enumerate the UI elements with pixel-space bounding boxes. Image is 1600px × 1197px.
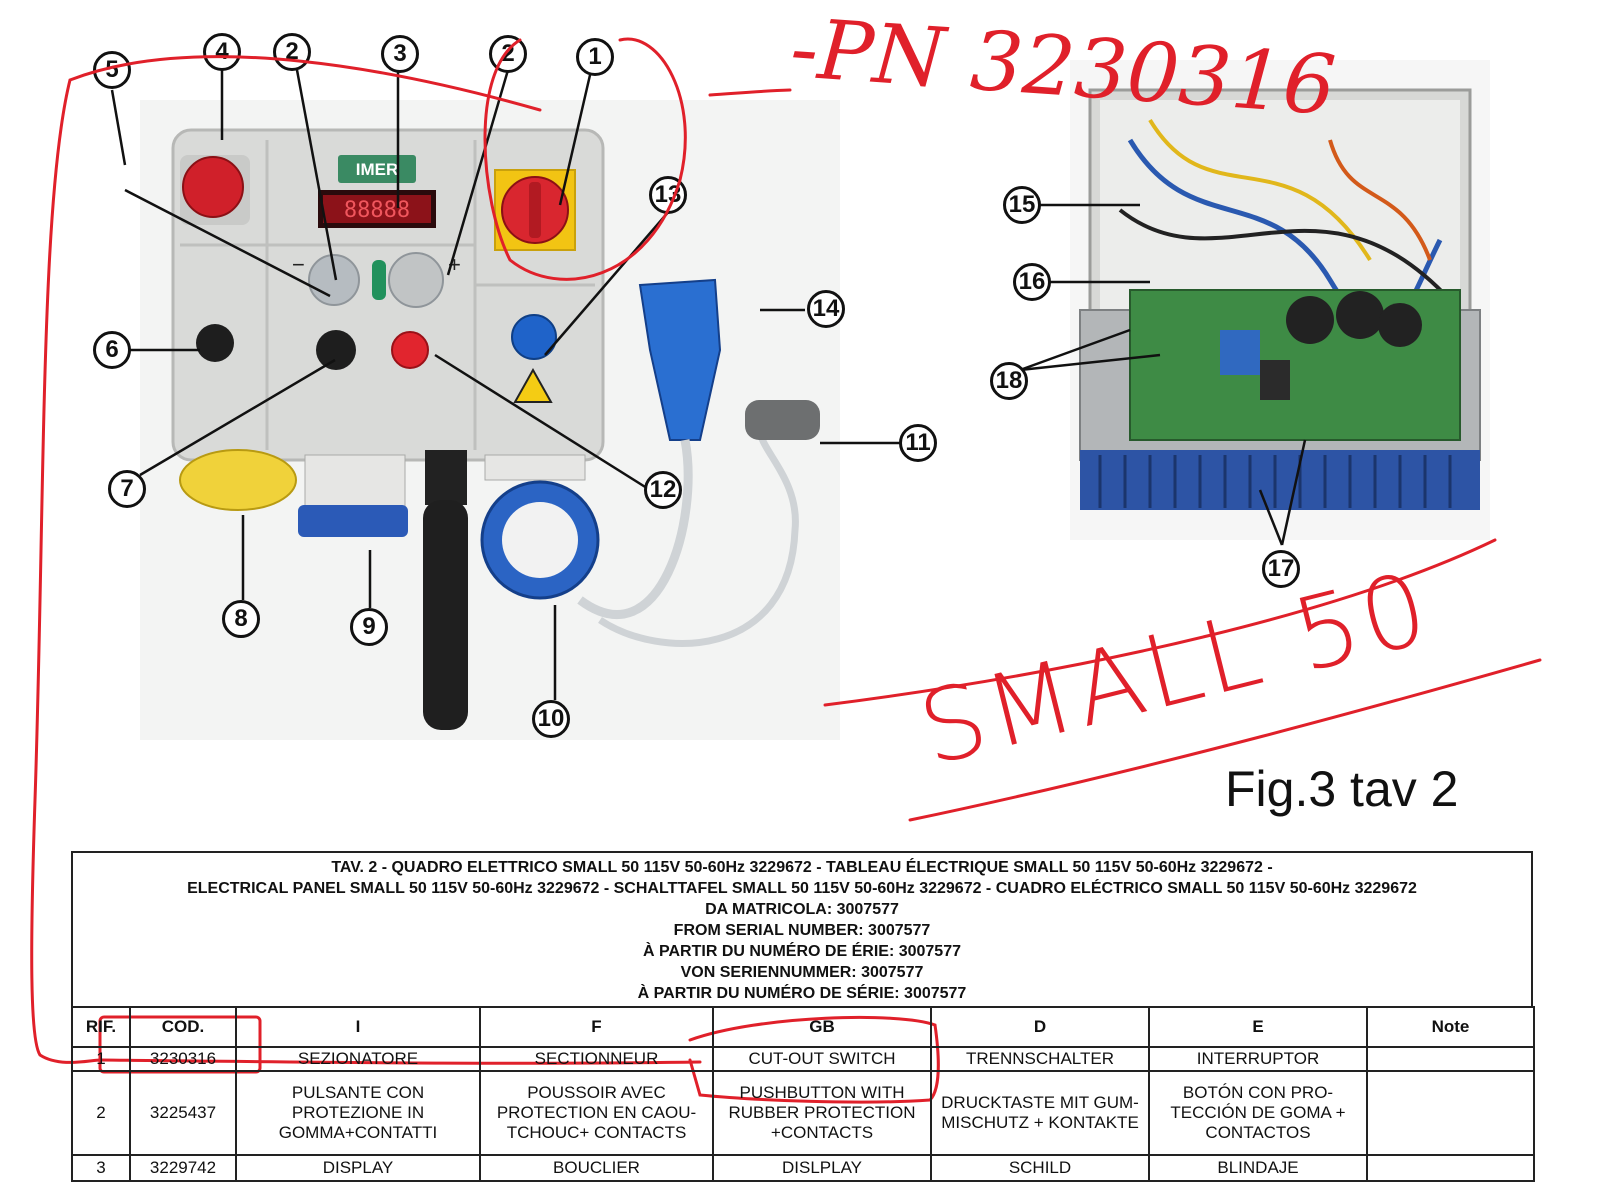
cell-i: SEZIONATORE	[235, 1046, 481, 1072]
callout-7: 7	[108, 470, 146, 508]
cell-d: TRENNSCHALTER	[930, 1046, 1150, 1072]
callout-2: 2	[489, 35, 527, 73]
cell-rif: 2	[71, 1070, 131, 1156]
cell-cod: 3225437	[129, 1070, 237, 1156]
table-title-line: TAV. 2 - QUADRO ELETTRICO SMALL 50 115V …	[331, 859, 1273, 876]
cell-note	[1366, 1154, 1535, 1182]
table-header-row: RIF. COD. I F GB D E Note	[71, 1006, 1535, 1048]
cell-note	[1366, 1070, 1535, 1156]
cell-f: SECTIONNEUR	[479, 1046, 714, 1072]
cell-e: BOTÓN CON PRO-TECCIÓN DE GOMA + CONTACTO…	[1148, 1070, 1368, 1156]
cell-note	[1366, 1046, 1535, 1072]
col-header-d: D	[930, 1006, 1150, 1048]
table-title-line: À PARTIR DU NUMÉRO DE ÉRIE: 3007577	[643, 943, 961, 960]
table-title-line: FROM SERIAL NUMBER: 3007577	[673, 922, 931, 939]
cell-f: BOUCLIER	[479, 1154, 714, 1182]
open-panel-photo	[1070, 60, 1490, 540]
callout-10: 10	[532, 700, 570, 738]
callout-12: 12	[644, 471, 682, 509]
table-title-line: À PARTIR DU NUMÉRO DE SÉRIE: 3007577	[637, 985, 967, 1002]
parts-table: TAV. 2 - QUADRO ELETTRICO SMALL 50 115V …	[71, 851, 1535, 1182]
callout-9: 9	[350, 608, 388, 646]
table-title-line: VON SERIENNUMMER: 3007577	[680, 964, 924, 981]
col-header-i: I	[235, 1006, 481, 1048]
cell-e: INTERRUPTOR	[1148, 1046, 1368, 1072]
callout-6: 6	[93, 331, 131, 369]
callout-16: 16	[1013, 263, 1051, 301]
col-header-cod: COD.	[129, 1006, 237, 1048]
cell-d: DRUCKTASTE MIT GUM-MISCHUTZ + KONTAKTE	[930, 1070, 1150, 1156]
cell-cod: 3230316	[129, 1046, 237, 1072]
table-row: 2 3225437 PULSANTE CON PROTEZIONE IN GOM…	[71, 1070, 1535, 1156]
parts-grid: RIF. COD. I F GB D E Note 1 3230316 SEZI…	[71, 1006, 1535, 1182]
cell-gb: PUSHBUTTON WITH RUBBER PROTECTION +CONTA…	[712, 1070, 932, 1156]
callout-4: 4	[203, 33, 241, 71]
cell-f: POUSSOIR AVEC PROTECTION EN CAOU-TCHOUC+…	[479, 1070, 714, 1156]
callout-8: 8	[222, 600, 260, 638]
cell-gb: DISLPLAY	[712, 1154, 932, 1182]
table-title: TAV. 2 - QUADRO ELETTRICO SMALL 50 115V …	[71, 851, 1533, 1006]
callout-18: 18	[990, 362, 1028, 400]
cell-i: PULSANTE CON PROTEZIONE IN GOMMA+CONTATT…	[235, 1070, 481, 1156]
callout-11: 11	[899, 424, 937, 462]
callout-5: 5	[93, 51, 131, 89]
callout-15: 15	[1003, 186, 1041, 224]
table-title-line: ELECTRICAL PANEL SMALL 50 115V 50-60Hz 3…	[187, 880, 1417, 897]
callout-3: 3	[381, 35, 419, 73]
table-row: 1 3230316 SEZIONATORE SECTIONNEUR CUT-OU…	[71, 1046, 1535, 1072]
col-header-note: Note	[1366, 1006, 1535, 1048]
cell-cod: 3229742	[129, 1154, 237, 1182]
cell-rif: 3	[71, 1154, 131, 1182]
callout-2: 2	[273, 33, 311, 71]
col-header-rif: RIF.	[71, 1006, 131, 1048]
table-title-line: DA MATRICOLA: 3007577	[705, 901, 899, 918]
cell-d: SCHILD	[930, 1154, 1150, 1182]
cell-i: DISPLAY	[235, 1154, 481, 1182]
col-header-gb: GB	[712, 1006, 932, 1048]
cell-gb: CUT-OUT SWITCH	[712, 1046, 932, 1072]
callout-1: 1	[576, 38, 614, 76]
open-panel-drawing	[1079, 88, 1481, 510]
col-header-f: F	[479, 1006, 714, 1048]
figure-caption: Fig.3 tav 2	[1225, 761, 1459, 817]
table-row: 3 3229742 DISPLAY BOUCLIER DISLPLAY SCHI…	[71, 1154, 1535, 1182]
callout-14: 14	[807, 290, 845, 328]
cell-rif: 1	[71, 1046, 131, 1072]
callout-13: 13	[649, 176, 687, 214]
col-header-e: E	[1148, 1006, 1368, 1048]
cell-e: BLINDAJE	[1148, 1154, 1368, 1182]
